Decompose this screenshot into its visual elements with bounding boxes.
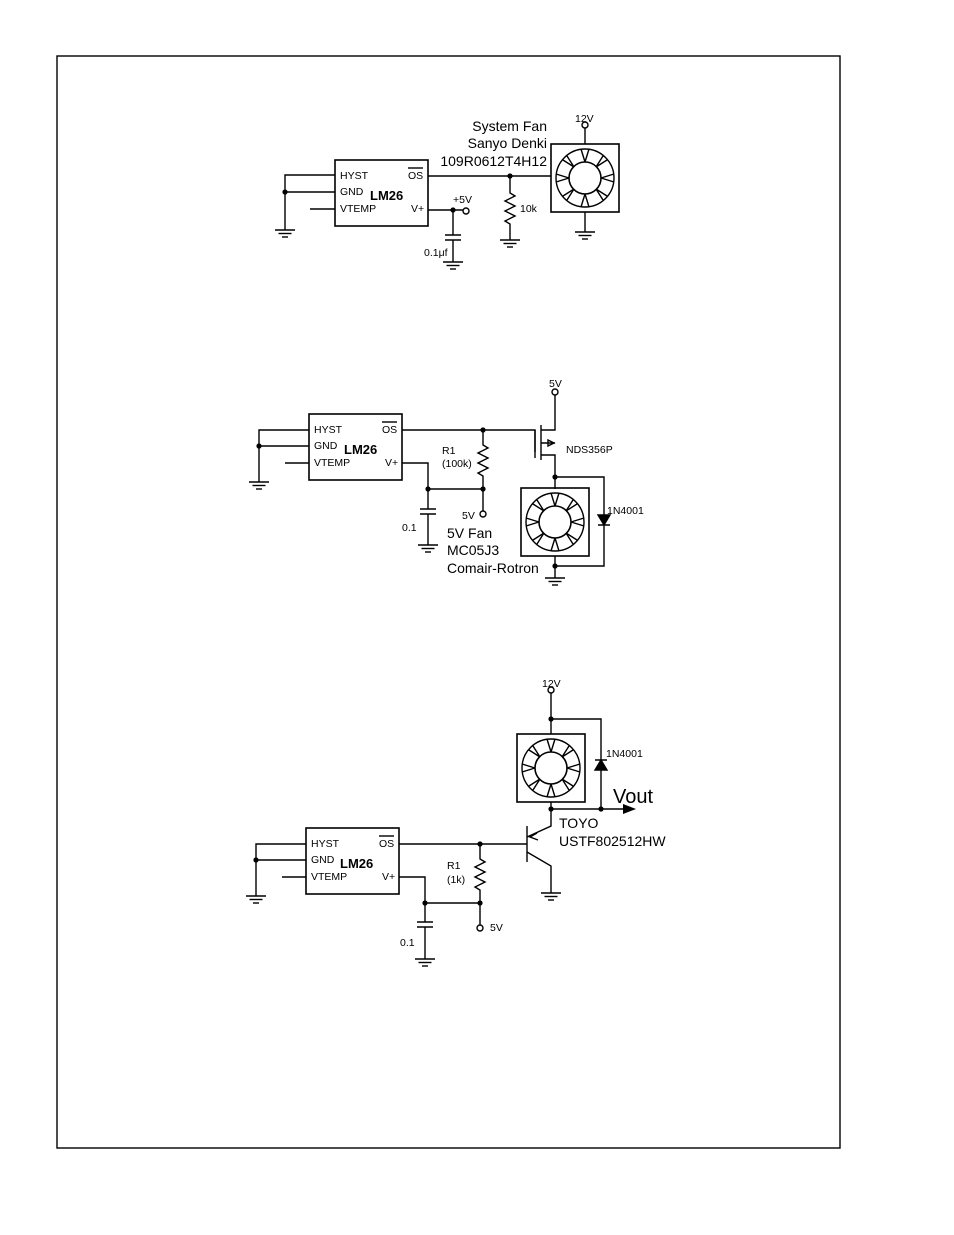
fan1-label-1: System Fan	[472, 118, 547, 134]
diode-2-label: 1N4001	[607, 505, 644, 517]
fan3-supply: 12V	[542, 678, 561, 690]
transistor-label-2: USTF802512HW	[559, 833, 666, 849]
fan1-label-2: Sanyo Denki	[468, 135, 547, 151]
vout-label: Vout	[613, 786, 653, 808]
cap-3-label: 0.1	[400, 937, 415, 949]
fan-icon	[551, 144, 619, 212]
r1-3-name: R1	[447, 860, 461, 872]
fan-icon	[521, 488, 589, 556]
transistor-label-1: TOYO	[559, 815, 599, 831]
r1-2-name: R1	[442, 445, 456, 457]
r1-2-value: (100k)	[442, 458, 472, 470]
r-10k-label: 10k	[520, 203, 538, 215]
circuit-2: HYST GND VTEMP LM26 OS V+ R1 (100k) 5V 0…	[249, 378, 644, 585]
ic2-vplus: V+	[385, 457, 398, 469]
ic1-vplus: V+	[411, 203, 424, 215]
ic3-hyst: HYST	[311, 838, 340, 850]
r1-3-supply: 5V	[490, 922, 503, 934]
ic1-vtemp: VTEMP	[340, 203, 376, 215]
ic2-vtemp: VTEMP	[314, 457, 350, 469]
ic1-hyst: HYST	[340, 170, 369, 182]
fan-icon	[517, 734, 585, 802]
page-border	[57, 56, 840, 1148]
fan1-supply: 12V	[575, 113, 594, 125]
ic3-name: LM26	[340, 856, 373, 871]
r1-3-value: (1k)	[447, 874, 465, 886]
circuit-3: HYST GND VTEMP LM26 OS V+ R1 (1k) 5V 0.1…	[246, 678, 666, 966]
r1-2-supply: 5V	[462, 510, 475, 522]
ic3-os: OS	[379, 838, 394, 850]
fan2-label-2: MC05J3	[447, 542, 499, 558]
ic3-vplus: V+	[382, 871, 395, 883]
ic2-os: OS	[382, 424, 397, 436]
fan2-label-1: 5V Fan	[447, 525, 492, 541]
fan2-label-3: Comair-Rotron	[447, 560, 539, 576]
ic2-gnd: GND	[314, 440, 338, 452]
ic2-name: LM26	[344, 442, 377, 457]
ic2-hyst: HYST	[314, 424, 343, 436]
fet-supply: 5V	[549, 378, 562, 390]
ic1-os: OS	[408, 170, 423, 182]
diode-3-label: 1N4001	[606, 748, 643, 760]
ic1-gnd: GND	[340, 186, 364, 198]
fet-name: NDS356P	[566, 444, 613, 456]
ic1-name: LM26	[370, 188, 403, 203]
ic3-gnd: GND	[311, 854, 335, 866]
cap-2-label: 0.1	[402, 522, 417, 534]
ic3-vtemp: VTEMP	[311, 871, 347, 883]
circuit-1: HYST GND VTEMP LM26 OS V+ 10k +5V 0.1μf …	[275, 113, 619, 269]
fan1-label-3: 109R0612T4H12	[440, 153, 547, 169]
supply-5v-1: +5V	[453, 194, 472, 206]
cap-1-label: 0.1μf	[424, 247, 448, 259]
